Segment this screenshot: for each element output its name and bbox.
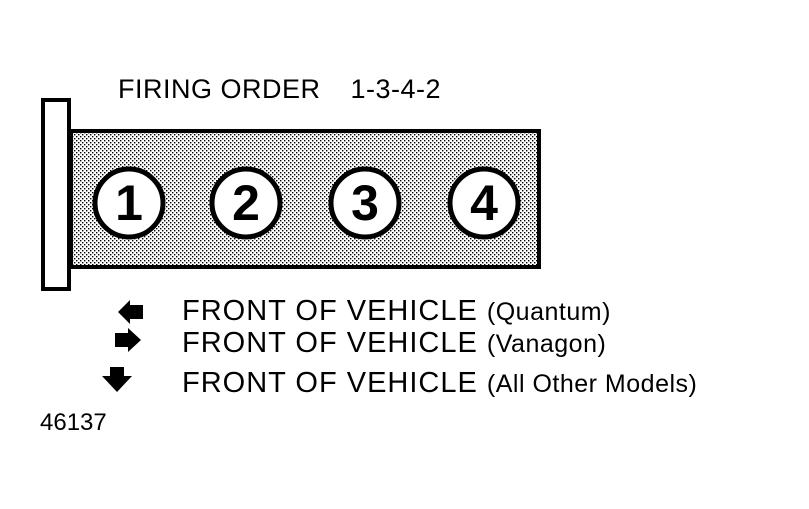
- legend-item-vanagon-model: (Vanagon): [486, 330, 607, 358]
- cylinder-1-bore: [92, 166, 166, 240]
- cylinder-2-bore: [209, 166, 283, 240]
- right-arrow-icon: [115, 328, 141, 352]
- cylinder-2-number: 2: [232, 175, 260, 231]
- firing-order-heading: FIRING ORDER 1-3-4-2: [118, 74, 441, 105]
- flywheel-plate: [41, 98, 71, 291]
- legend-item-quantum-model: (Quantum): [486, 298, 611, 326]
- cylinder-3: 3: [328, 166, 402, 240]
- legend-item-quantum: FRONT OF VEHICLE (Quantum): [182, 295, 611, 328]
- left-arrow-icon: [118, 300, 143, 324]
- cylinder-3-number: 3: [351, 175, 379, 231]
- cylinder-1-number: 1: [115, 175, 143, 231]
- cylinder-1: 1: [92, 166, 166, 240]
- legend-item-other-models-label: FRONT OF VEHICLE: [182, 367, 478, 399]
- legend-item-vanagon: FRONT OF VEHICLE (Vanagon): [182, 327, 606, 360]
- legend-item-vanagon-label: FRONT OF VEHICLE: [182, 327, 478, 359]
- cylinder-3-bore: [328, 166, 402, 240]
- cylinder-4: 4: [447, 166, 521, 240]
- cylinder-4-number: 4: [470, 175, 498, 231]
- down-arrow-icon: [102, 367, 132, 392]
- legend-item-other-models-model: (All Other Models): [486, 370, 698, 398]
- cylinder-4-bore: [447, 166, 521, 240]
- firing-order-value: 1-3-4-2: [350, 74, 442, 104]
- legend-item-quantum-label: FRONT OF VEHICLE: [182, 295, 478, 327]
- figure-reference-number: 46137: [40, 409, 107, 436]
- legend-item-other-models: FRONT OF VEHICLE (All Other Models): [182, 367, 697, 400]
- cylinder-2: 2: [209, 166, 283, 240]
- firing-order-label: FIRING ORDER: [118, 74, 321, 104]
